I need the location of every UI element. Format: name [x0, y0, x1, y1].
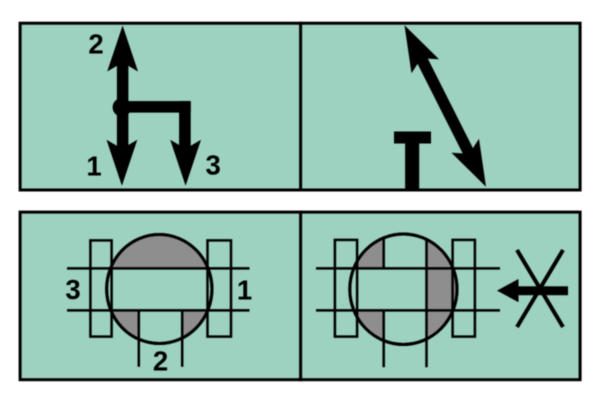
- svg-text:2: 2: [153, 346, 168, 377]
- svg-text:3: 3: [65, 274, 80, 305]
- svg-text:2: 2: [88, 29, 103, 60]
- svg-text:1: 1: [86, 151, 101, 182]
- svg-text:3: 3: [206, 150, 221, 181]
- svg-text:1: 1: [237, 275, 252, 306]
